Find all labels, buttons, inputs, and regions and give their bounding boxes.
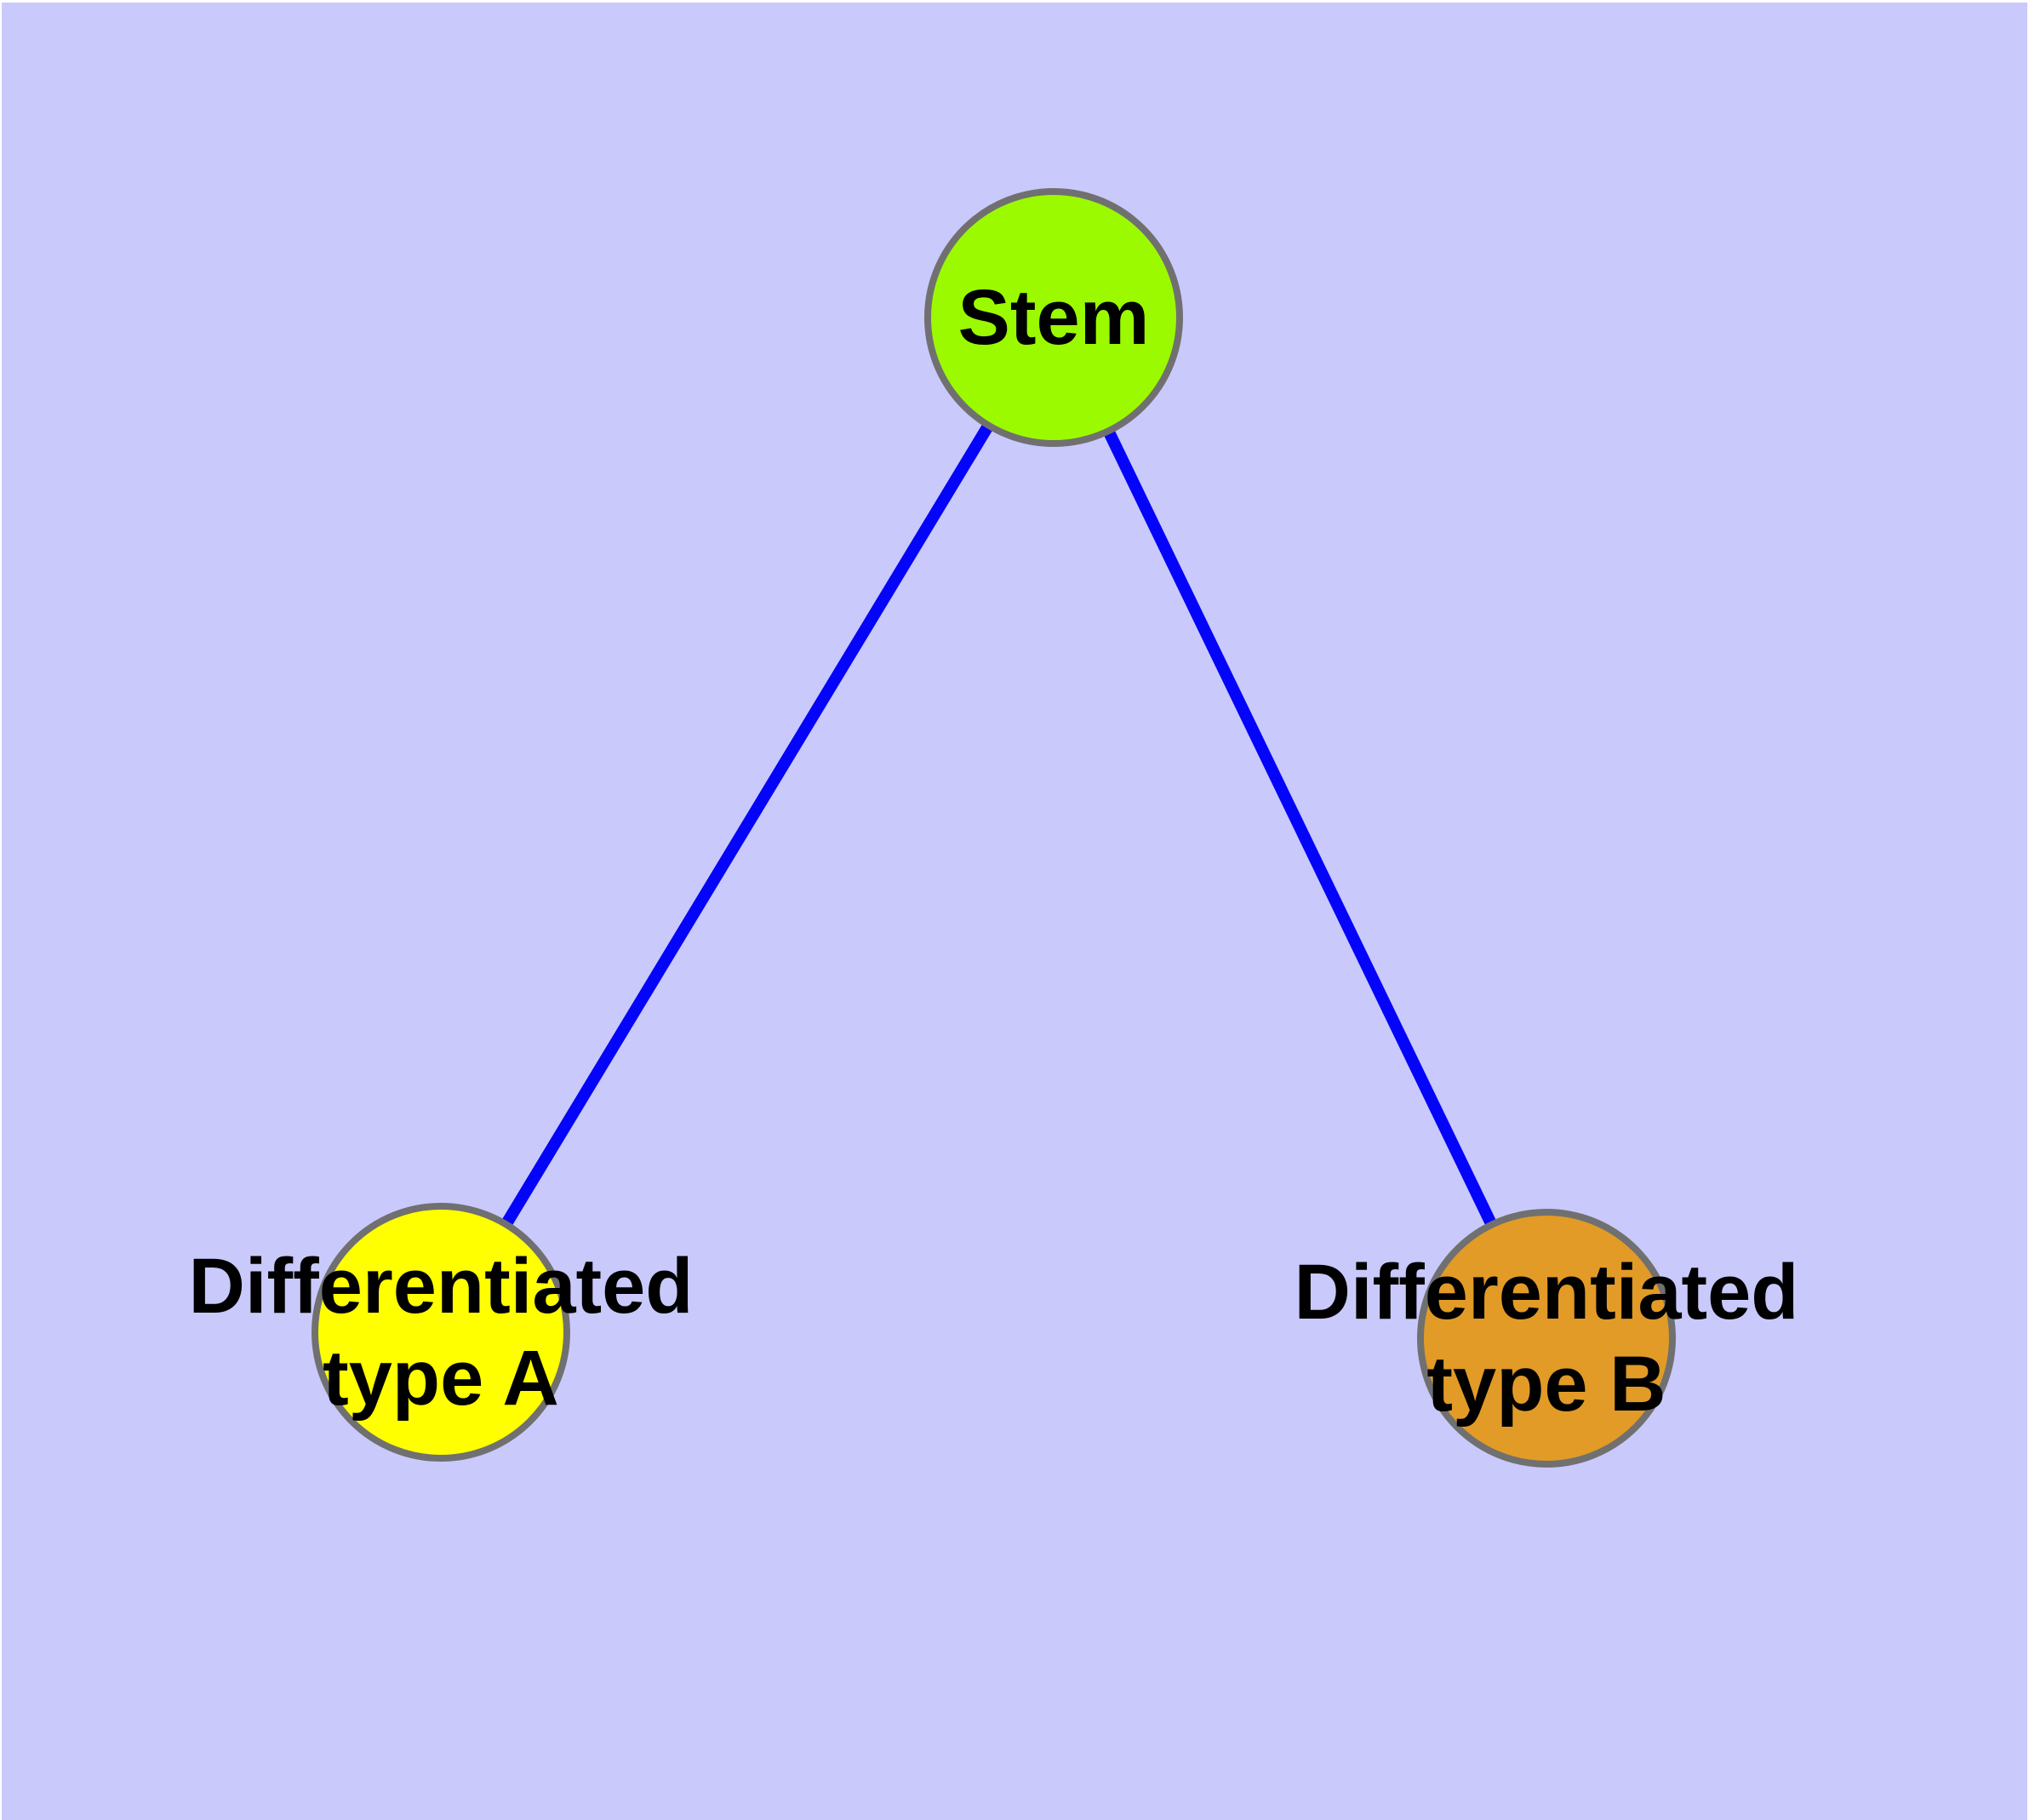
edge-stem-to-type-a — [436, 314, 1059, 1336]
differentiated-type-a-node: Differentiated type A — [189, 1203, 693, 1462]
differentiated-type-a-label: Differentiated type A — [188, 1243, 694, 1422]
differentiated-type-b-node: Differentiated type B — [1295, 1209, 1798, 1468]
stem-node: Stem — [924, 188, 1183, 447]
edge-stem-to-type-b — [1048, 314, 1552, 1342]
stem-node-label: Stem — [957, 274, 1150, 361]
differentiated-type-b-label: Differentiated type B — [1294, 1249, 1799, 1428]
graph-canvas: Stem Differentiated type A Differentiate… — [2, 3, 2027, 1820]
edges-layer — [436, 314, 1552, 1342]
